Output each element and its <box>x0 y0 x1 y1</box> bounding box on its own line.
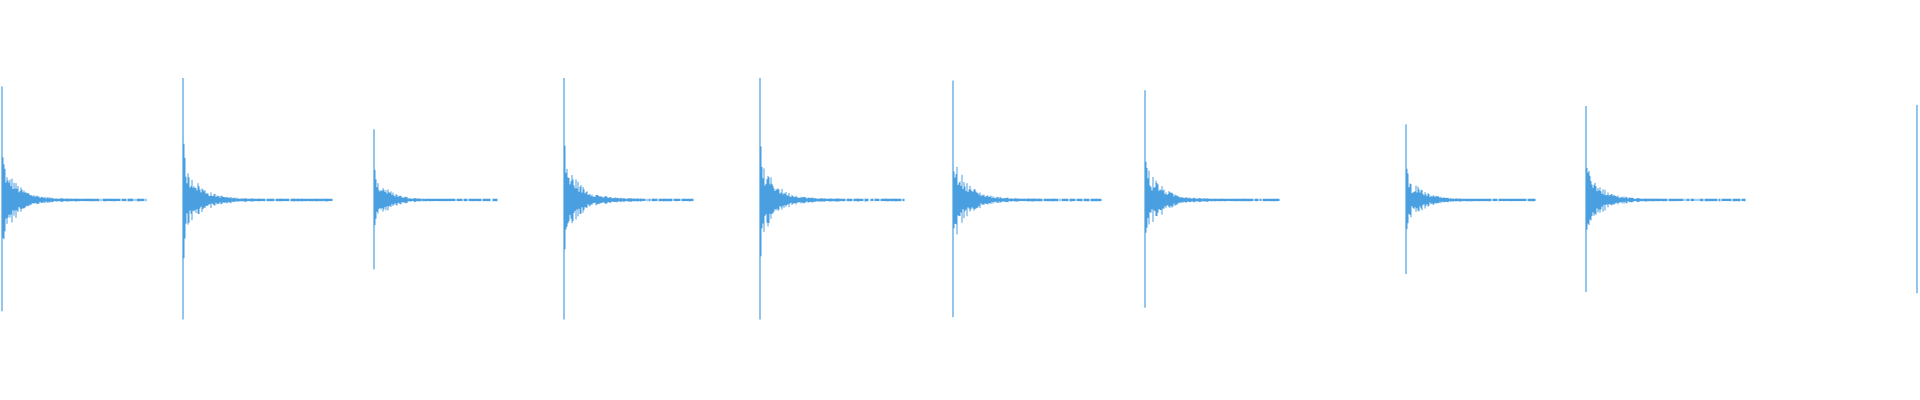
waveform-transient <box>182 78 333 320</box>
waveform-transient <box>1144 90 1280 308</box>
waveform-transient <box>1405 124 1536 275</box>
waveform-transient <box>952 80 1102 318</box>
waveform-transient <box>759 78 905 320</box>
waveform-transient <box>1 86 147 312</box>
waveform-transient <box>563 78 694 320</box>
waveform-transient <box>373 129 498 270</box>
waveform-transient <box>1585 106 1746 293</box>
waveform-transients <box>1 78 1918 320</box>
